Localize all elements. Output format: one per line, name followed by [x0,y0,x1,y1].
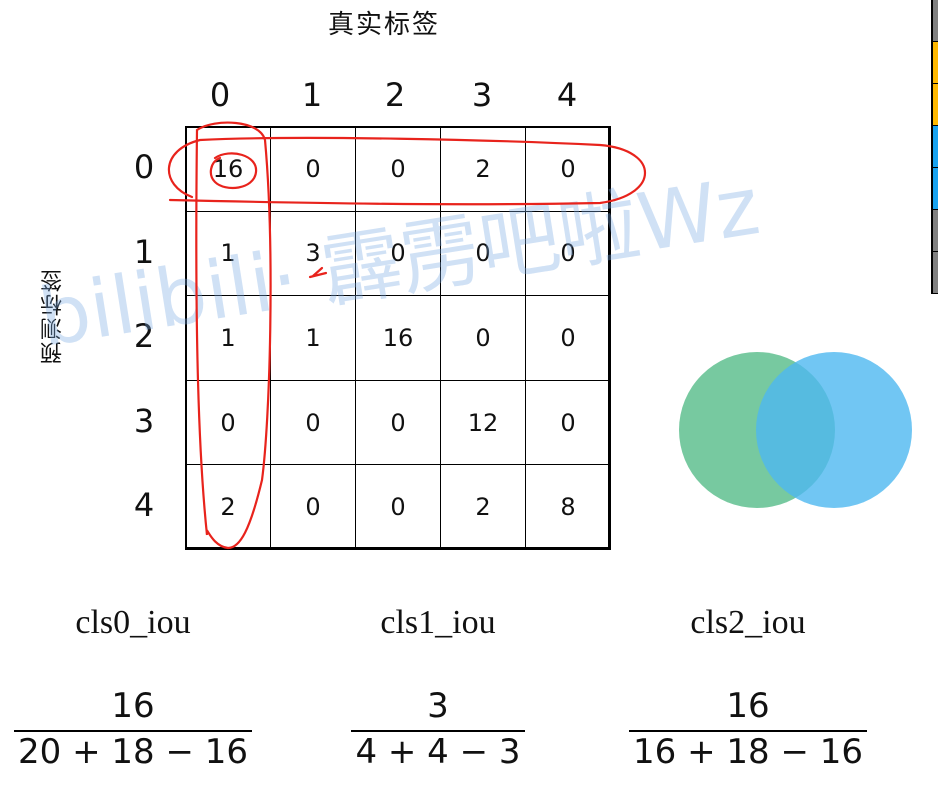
row-header: 4 [133,486,155,525]
denominator: 20 + 18 − 16 [14,730,252,772]
true-label-title: 真实标签 [328,10,441,40]
cell-circle [209,152,258,190]
numerator: 16 [726,686,770,726]
iou-label: cls1_iou [380,604,496,641]
column-header: 3 [471,76,493,114]
row-header: 3 [133,401,155,440]
column-header: 0 [209,76,231,114]
color-strip [931,42,938,84]
color-strip [931,126,938,168]
numerator: 3 [427,686,449,726]
iou-label: cls0_iou [75,604,191,641]
matrix-cell: 8 [525,464,611,550]
column-header: 2 [384,76,406,114]
color-strip [931,168,938,210]
color-strip [931,0,938,42]
color-strip [931,210,938,252]
col0-highlight [195,121,272,550]
denominator: 4 + 4 − 3 [351,730,525,772]
color-strip [931,252,938,294]
column-header: 4 [556,76,578,114]
denominator: 16 + 18 − 16 [629,730,867,772]
row-header: 0 [133,148,155,186]
row-header: 2 [133,317,155,356]
color-strip [931,84,938,126]
pointer-mark [308,266,328,279]
iou-label: cls2_iou [690,604,806,641]
column-header: 1 [301,76,323,114]
numerator: 16 [111,686,155,726]
row0-highlight [167,136,646,206]
venn-circle-right [756,352,912,508]
row-header: 1 [133,232,155,271]
